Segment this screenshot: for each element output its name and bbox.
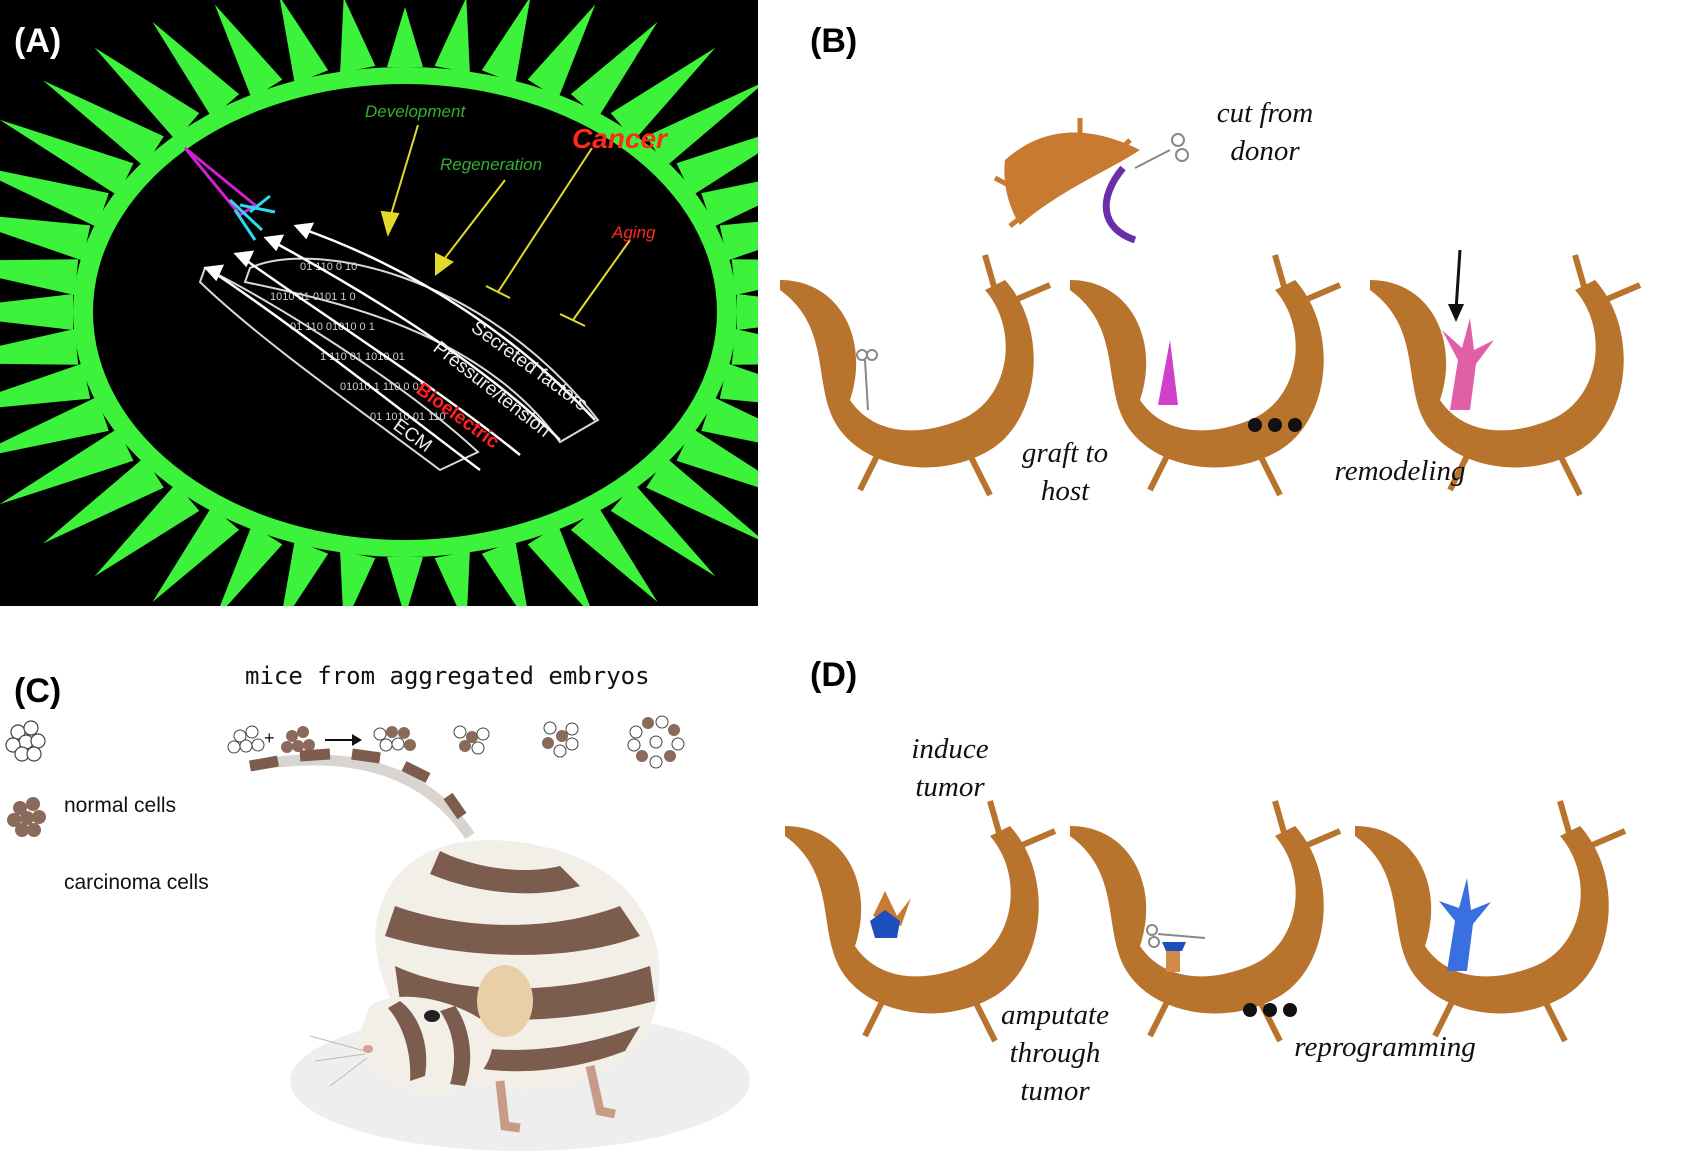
panel-b-artwork [780, 118, 1642, 497]
carcinoma-cells-label: carcinoma cells [64, 871, 209, 894]
halo-spike [676, 119, 758, 196]
aggregation-sequence: + [227, 715, 685, 769]
halo-spike [701, 163, 758, 228]
halo-spike [701, 396, 758, 461]
halo-spike [340, 0, 376, 73]
panel-b-label: (B) [810, 22, 858, 60]
halo-spike [340, 551, 376, 606]
cut-from-donor-text: cut from donor [1216, 97, 1314, 167]
halo-spike [610, 47, 716, 141]
panel-a-label: (A) [14, 22, 62, 60]
graft-to-host-text: graft to host [1021, 437, 1109, 507]
term-cancer: Cancer [572, 123, 669, 154]
tumor-newt-2 [1070, 800, 1342, 1043]
halo-spike [481, 0, 531, 84]
svg-text:1010 01 0101 1 0: 1010 01 0101 1 0 [270, 291, 356, 303]
halo-spike [214, 525, 283, 606]
halo-spike [152, 21, 240, 118]
halo-spike [152, 506, 240, 603]
normal-cells-label: normal cells [64, 794, 177, 817]
panel-d: (D) induce tumor amputate through tumor … [780, 606, 1704, 1165]
halo-spike [387, 557, 423, 606]
panel-c-title: mice from aggregated embryos [245, 662, 650, 690]
halo-spike [434, 551, 470, 606]
ellipsis-dots [1248, 418, 1302, 432]
green-halo [0, 0, 758, 606]
host-newt-3 [1370, 249, 1642, 497]
halo-spike [0, 259, 79, 296]
halo-spike [0, 163, 109, 228]
induce-tumor-text: induce tumor [911, 733, 989, 803]
normal-cells-icon [5, 720, 46, 762]
halo-spike [279, 540, 329, 606]
panel-c-artwork: + [5, 715, 750, 1151]
carcinoma-cells-icon [7, 797, 46, 837]
halo-spike [527, 4, 596, 99]
remodeling-text: remodeling [1334, 455, 1466, 487]
donor-newt [993, 118, 1189, 244]
panel-d-label: (D) [810, 656, 858, 694]
halo-spike [0, 294, 73, 331]
halo-spike [43, 80, 164, 167]
panel-d-artwork [785, 800, 1627, 1043]
halo-spike [0, 210, 91, 261]
halo-spike [0, 428, 134, 505]
panel-a: 01 110 0 10 1010 01 0101 1 0 01 110 0101… [0, 0, 758, 606]
host-newt-1 [780, 254, 1052, 497]
halo-spike [570, 506, 658, 603]
halo-spike [43, 457, 164, 544]
halo-spike [610, 483, 716, 577]
halo-spike [94, 47, 200, 141]
input-arrows [203, 222, 596, 471]
halo-spike [676, 428, 758, 505]
halo-spike [214, 4, 283, 99]
tumor-newt-3 [1355, 800, 1627, 1043]
halo-spike [527, 525, 596, 606]
svg-text:+: + [264, 728, 275, 748]
panel-c: (C) mice from aggregated embryos + [0, 606, 780, 1165]
halo-spike [94, 483, 200, 577]
halo-spike [0, 363, 91, 414]
reprogramming-text: reprogramming [1294, 1031, 1476, 1063]
halo-spike [481, 540, 531, 606]
panel-c-label: (C) [14, 672, 62, 710]
ellipsis-dots [1243, 1003, 1297, 1017]
amputate-text: amputate through tumor [1001, 999, 1109, 1107]
halo-spike [737, 294, 758, 330]
halo-spike [0, 328, 79, 365]
svg-text:01010 1 110 0 01: 01010 1 110 0 01 [340, 381, 425, 393]
panel-a-artwork: 01 110 0 10 1010 01 0101 1 0 01 110 0101… [0, 0, 758, 606]
term-aging: Aging [611, 223, 656, 242]
halo-spike [0, 396, 109, 461]
halo-spike [570, 21, 658, 118]
halo-spike [719, 210, 758, 261]
svg-text:01 110 01010 0 1: 01 110 01010 0 1 [290, 321, 375, 333]
halo-spike [434, 0, 470, 73]
svg-text:01 1010 01 110: 01 1010 01 110 [370, 411, 446, 423]
halo-spike [0, 119, 134, 196]
tumor-newt-1 [785, 800, 1057, 1043]
panel-b: (B) [780, 0, 1704, 606]
halo-spike [646, 457, 758, 544]
cell-illustration [183, 146, 276, 241]
halo-spike [279, 0, 329, 84]
yellow-arrows [380, 124, 631, 327]
halo-spike [646, 80, 758, 167]
halo-spike [719, 363, 758, 414]
halo-spike [387, 7, 423, 67]
term-regeneration: Regeneration [440, 155, 542, 174]
chimeric-mouse [249, 748, 750, 1151]
term-development: Development [365, 102, 466, 121]
